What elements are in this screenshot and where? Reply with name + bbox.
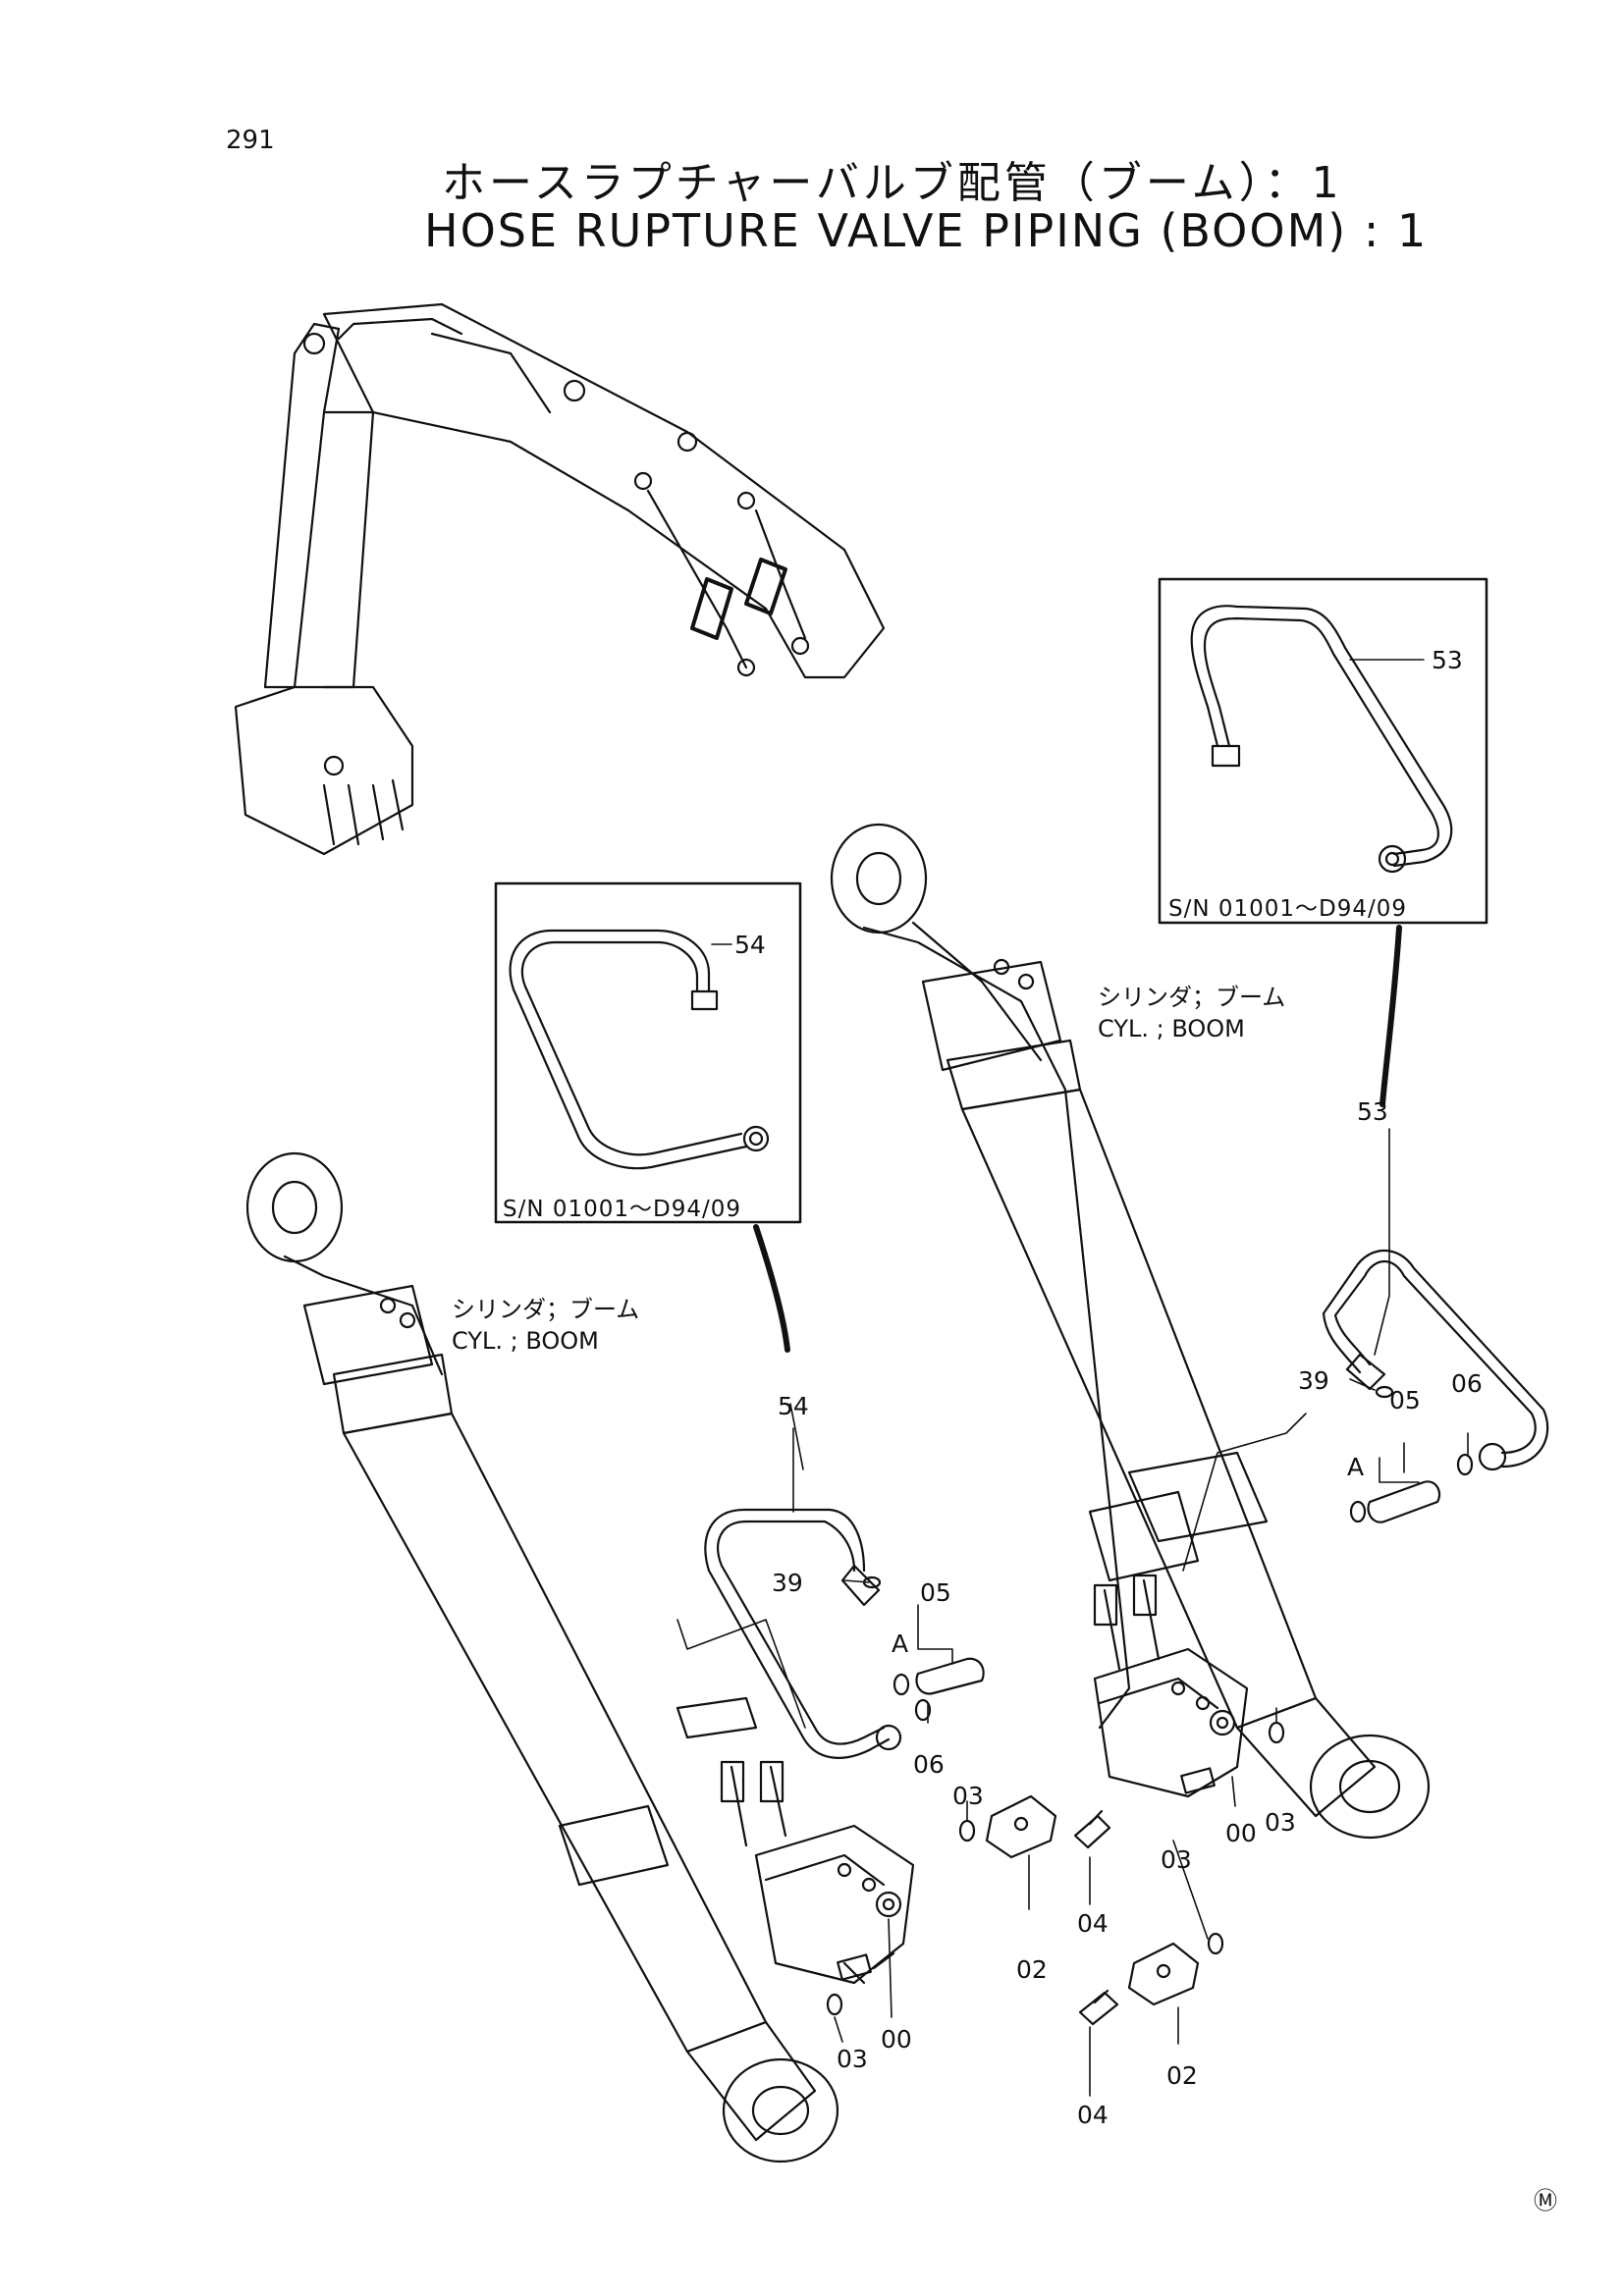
inset-box-54	[494, 881, 802, 1224]
callout-39-right: 39	[1298, 1366, 1329, 1395]
leader-54	[753, 1224, 790, 1353]
cylinder-label-right-jp: シリンダ；ブーム	[1098, 984, 1286, 1011]
title-english: HOSE RUPTURE VALVE PIPING (BOOM) : 1	[424, 204, 1429, 257]
inset-box-53	[1158, 577, 1488, 925]
callout-39-left: 39	[772, 1569, 803, 1597]
inset-pipe-54	[509, 929, 770, 1170]
callout-53: 53	[1357, 1097, 1388, 1126]
title-japanese: ホースラプチャーバルブ配管（ブーム）：1	[442, 158, 1343, 208]
rupture-valve-left	[720, 1760, 915, 1985]
flanges-bolts	[985, 1794, 1200, 2026]
boom-cylinder-right	[830, 823, 1431, 1840]
corner-mark-icon: Ⓜ	[1534, 2187, 1557, 2215]
inset-pipe-53	[1190, 605, 1453, 874]
leader-lines	[676, 659, 1469, 2097]
callout-04-left: 04	[1077, 1909, 1109, 1938]
rupture-valve-right	[1093, 1574, 1249, 1798]
detail-mark-a-left: A	[892, 1629, 909, 1658]
serial-range-54: S/N 01001～D94/09	[503, 1197, 742, 1222]
detail-mark-a-right: A	[1347, 1453, 1365, 1481]
callout-54: 54	[778, 1392, 809, 1420]
callout-05-left: 05	[920, 1578, 951, 1607]
serial-range-53: S/N 01001～D94/09	[1168, 896, 1408, 922]
callout-03-d: 03	[837, 2045, 868, 2073]
callout-00-left: 00	[881, 2025, 912, 2054]
callout-03-a: 03	[952, 1782, 984, 1810]
callout-03-c: 03	[1265, 1808, 1296, 1837]
cylinder-label-left: シリンダ；ブーム CYL. ; BOOM	[452, 1294, 639, 1357]
callout-02-left: 02	[1016, 1955, 1048, 1984]
callout-00-right: 00	[1225, 1819, 1257, 1847]
cylinder-label-left-en: CYL. ; BOOM	[452, 1327, 599, 1355]
boom-cylinder-left	[245, 1151, 839, 2163]
pipe-53	[1322, 1249, 1549, 1471]
callout-03-b: 03	[1161, 1845, 1192, 1874]
callout-53-inset: 53	[1432, 646, 1463, 674]
fittings	[826, 1385, 1474, 2016]
callout-54-inset: 54	[734, 931, 766, 959]
page-number: 291	[226, 126, 275, 155]
callout-06-right: 06	[1451, 1369, 1483, 1398]
leader-53	[1380, 925, 1402, 1107]
callout-02-right: 02	[1166, 2061, 1198, 2090]
callout-04-right: 04	[1077, 2101, 1109, 2129]
cylinder-label-right: シリンダ；ブーム CYL. ; BOOM	[1098, 982, 1285, 1044]
callout-06-left: 06	[913, 1750, 945, 1779]
cylinder-label-right-en: CYL. ; BOOM	[1098, 1015, 1245, 1042]
excavator-overview	[234, 302, 886, 856]
cylinder-label-left-jp: シリンダ；ブーム	[452, 1296, 640, 1323]
pipe-54	[704, 1508, 902, 1759]
callout-05-right: 05	[1389, 1386, 1421, 1415]
